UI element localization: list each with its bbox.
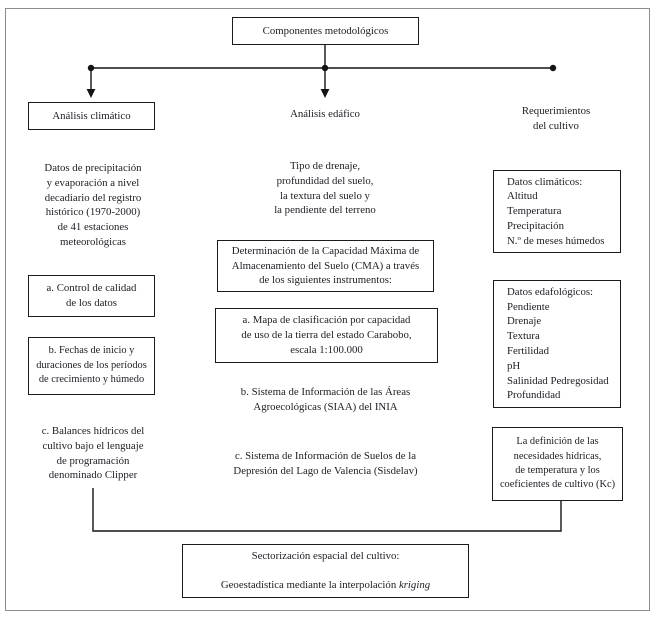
- cma-box: Determinación de la Capacidad Máxima de …: [217, 240, 434, 292]
- sisdelav-item: c. Sistema de Información de Suelos de l…: [233, 450, 418, 477]
- edaphic-intro-text: Tipo de drenaje, profundidad del suelo, …: [274, 160, 376, 217]
- climatic-header-label: Análisis climático: [52, 109, 131, 122]
- climatic-intro-text: Datos de precipitación y evaporación a n…: [44, 162, 142, 248]
- title-box: Componentes metodológicos: [232, 17, 419, 45]
- map-classification-box: a. Mapa de clasificación por capacidad d…: [215, 308, 438, 363]
- requirements-header-label: Requerimientos del cultivo: [521, 105, 591, 132]
- sectorization-line1: Sectorización espacial del cultivo:: [251, 549, 400, 562]
- siaa-item: b. Sistema de Información de las Áreas A…: [240, 386, 411, 413]
- sectorization-line2: Geoestadística mediante la interpolación…: [220, 579, 431, 592]
- climatic-header-box: Análisis climático: [28, 102, 155, 130]
- definition-box: La definición de las necesidades hídrica…: [492, 427, 623, 501]
- edaphic-data-box: Datos edafológicos: Pendiente Drenaje Te…: [493, 280, 621, 408]
- climatic-data-box: Datos climáticos: Altitud Temperatura Pr…: [493, 170, 621, 253]
- sectorization-box: Sectorización espacial del cultivo: Geoe…: [182, 544, 469, 598]
- climatic-box-b: b. Fechas de inicio y duraciones de los …: [28, 337, 155, 395]
- edaphic-header-label: Análisis edáfico: [290, 108, 360, 120]
- climatic-box-a: a. Control de calidad de los datos: [28, 275, 155, 317]
- outer-frame: [5, 8, 650, 611]
- climatic-item-c: c. Balances hídricos del cultivo bajo el…: [41, 425, 145, 482]
- sectorization-text: Sectorización espacial del cultivo: Geoe…: [221, 534, 430, 608]
- title-label: Componentes metodológicos: [262, 24, 389, 37]
